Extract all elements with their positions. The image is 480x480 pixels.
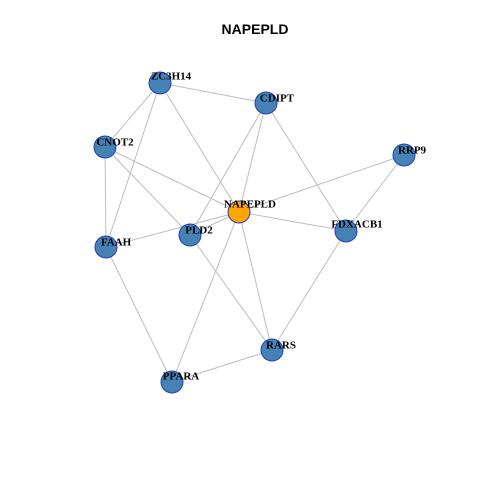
edge-zc3h14-cdipt (159, 82, 267, 104)
edge-faah-ppara (105, 246, 173, 383)
node-circle[interactable] (260, 338, 284, 362)
edge-pld2-rars (189, 234, 273, 351)
node-napepld[interactable]: NAPEPLD (224, 199, 276, 224)
node-label: RARS (266, 340, 296, 352)
node-cnot2[interactable]: CNOT2 (93, 135, 134, 159)
node-circle[interactable] (148, 71, 172, 95)
edge-cnot2-napepld (104, 146, 240, 213)
edge-cnot2-faah (104, 146, 107, 248)
edge-cdipt-napepld (238, 102, 267, 213)
edge-ppara-rars (171, 349, 273, 383)
node-cdipt[interactable]: CDIPT (254, 91, 295, 115)
node-label: NAPEPLD (224, 199, 276, 211)
node-label: FAAH (101, 237, 132, 249)
edge-zc3h14-faah (105, 82, 161, 248)
edge-zc3h14-cnot2 (104, 82, 161, 148)
edge-cnot2-pld2 (104, 146, 191, 236)
edge-cdipt-pld2 (189, 102, 267, 236)
node-pld2[interactable]: PLD2 (178, 223, 213, 247)
node-circle[interactable] (227, 200, 251, 224)
node-zc3h14[interactable]: ZC3H14 (148, 71, 192, 95)
edge-napepld-fdxacb1 (238, 211, 347, 232)
edge-napepld-faah (105, 211, 240, 248)
node-rars[interactable]: RARS (260, 338, 296, 362)
node-circle[interactable] (160, 370, 184, 394)
edge-napepld-rars (238, 211, 273, 351)
figure-title: NAPEPLD (221, 21, 289, 37)
node-label: PPARA (163, 371, 200, 383)
node-rrp9[interactable]: RRP9 (392, 143, 427, 167)
node-circle[interactable] (178, 223, 202, 247)
node-faah[interactable]: FAAH (94, 235, 132, 259)
node-label: CNOT2 (96, 137, 134, 149)
node-label: ZC3H14 (151, 71, 192, 83)
edge-rrp9-fdxacb1 (345, 154, 405, 232)
node-circle[interactable] (334, 219, 358, 243)
node-label: FDXACB1 (331, 219, 382, 231)
node-circle[interactable] (254, 91, 278, 115)
node-label: RRP9 (398, 145, 427, 157)
node-fdxacb1[interactable]: FDXACB1 (331, 219, 383, 243)
edge-napepld-ppara (171, 211, 240, 383)
node-circle[interactable] (94, 235, 118, 259)
edge-zc3h14-napepld (159, 82, 240, 213)
node-label: PLD2 (185, 225, 213, 237)
node-circle[interactable] (392, 143, 416, 167)
edges-layer (104, 82, 405, 383)
edge-fdxacb1-rars (271, 230, 347, 351)
edge-rrp9-napepld (238, 154, 405, 213)
node-label: CDIPT (260, 93, 295, 105)
edge-cdipt-fdxacb1 (265, 102, 347, 232)
node-circle[interactable] (93, 135, 117, 159)
node-ppara[interactable]: PPARA (160, 370, 200, 394)
